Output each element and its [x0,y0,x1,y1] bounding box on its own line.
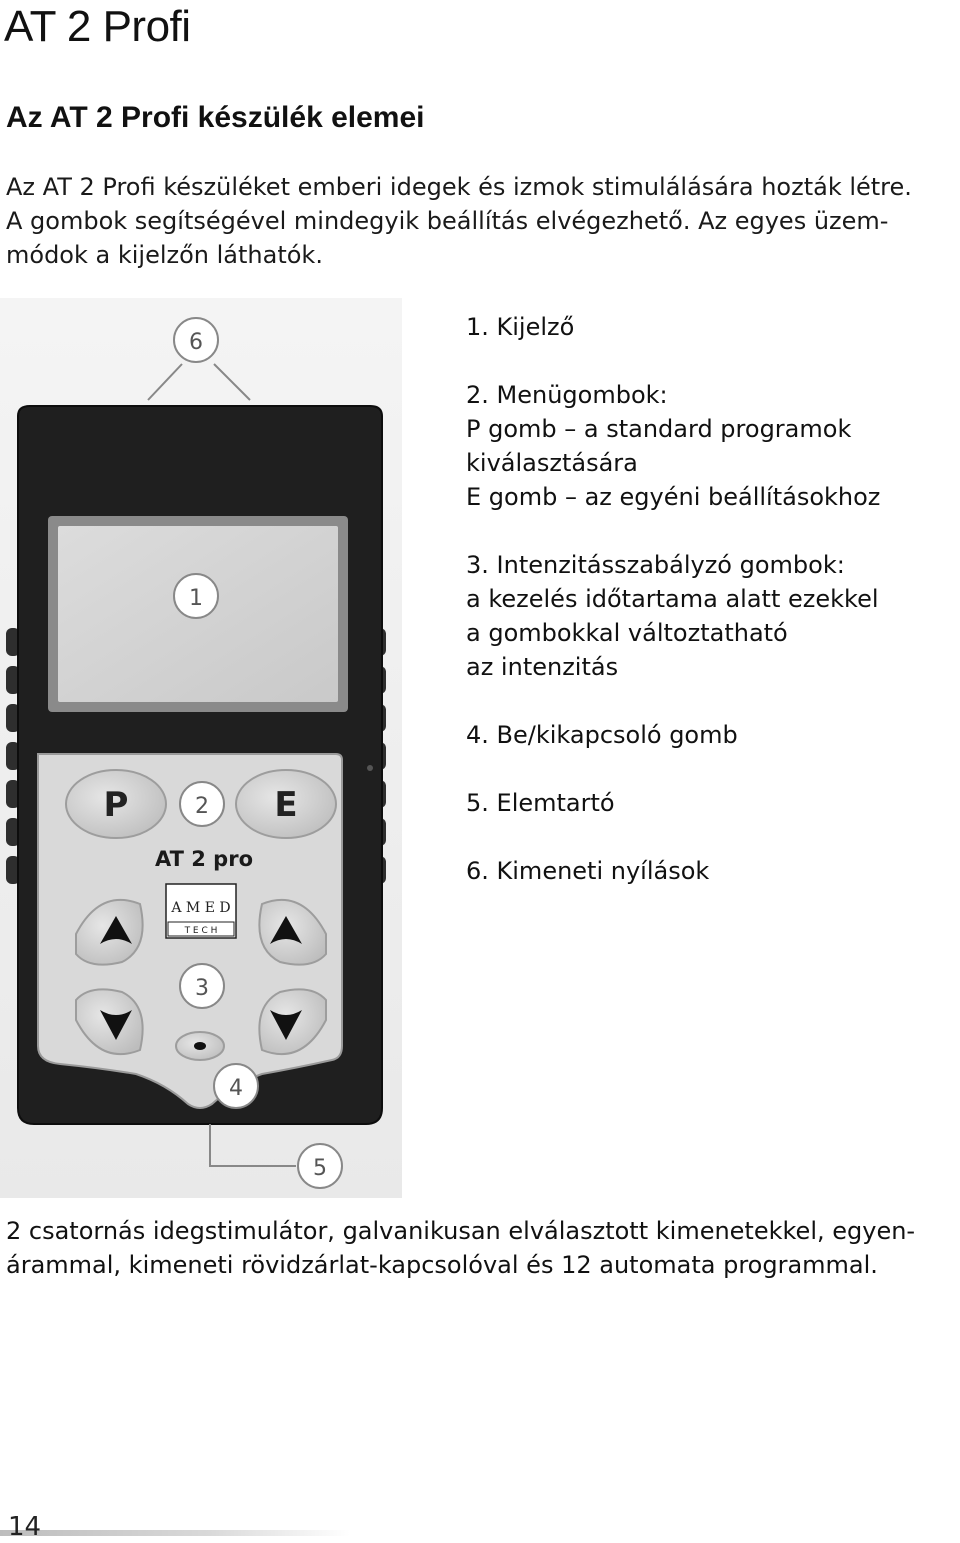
legend-item-battery: 5. Elemtartó [466,786,956,820]
e-button-label: E [274,785,297,825]
legend-item-power-button: 4. Be/kikapcsoló gomb [466,718,956,752]
device-figure: P E AT 2 pro A M E D T E C H [0,298,402,1198]
legend-line: kiválasztására [466,449,638,477]
callout-6: 6 [173,317,219,363]
device-illustration: P E AT 2 pro A M E D T E C H [0,298,402,1198]
description-line: árammal, kimeneti rövidzárlat-kapcsolóva… [6,1251,878,1279]
legend-item-outputs: 6. Kimeneti nyílások [466,854,956,888]
brand-bottom: T E C H [184,926,218,936]
legend-line: P gomb – a standard programok [466,415,852,443]
legend-line: az intenzitás [466,653,619,681]
arrow-down-icon [270,1010,302,1040]
brand-top: A M E D [170,900,230,916]
component-legend: 1. Kijelző 2. Menügombok: P gomb – a sta… [466,310,956,922]
legend-heading: 3. Intenzitásszabályzó gombok: [466,551,845,579]
brand-logo: A M E D T E C H [165,883,237,939]
arrow-down-icon [100,1010,132,1040]
section-heading: Az AT 2 Profi készülék elemei [6,101,425,134]
page-footer-rule [0,1530,350,1536]
description-line: 2 csatornás idegstimulátor, galvanikusan… [6,1217,916,1245]
page-number: 14 [8,1512,42,1542]
callout-5-line [209,1124,296,1167]
callout-number: 3 [195,976,209,1001]
intro-line: Az AT 2 Profi készüléket emberi idegek é… [6,173,912,201]
intro-line: módok a kijelzőn láthatók. [6,241,323,269]
callout-5: 5 [297,1143,343,1189]
power-dot-icon [194,1042,206,1050]
legend-item-menu-buttons: 2. Menügombok: P gomb – a standard progr… [466,378,956,514]
arrow-up-icon [100,916,132,944]
intro-paragraph: Az AT 2 Profi készüléket emberi idegek é… [6,170,951,272]
callout-number: 6 [189,330,203,355]
legend-line: a kezelés időtartama alatt ezekkel [466,585,879,613]
callout-number: 4 [229,1076,243,1101]
legend-line: a gombokkal változtatható [466,619,788,647]
legend-item-display: 1. Kijelző [466,310,956,344]
status-led [367,765,373,771]
device-description: 2 csatornás idegstimulátor, galvanikusan… [6,1214,956,1282]
callout-2: 2 [179,781,225,827]
arrow-up-icon [270,916,302,944]
callout-4: 4 [213,1063,259,1109]
callout-6-line-right [213,363,251,401]
legend-heading: 5. Elemtartó [466,789,615,817]
p-button-label: P [104,785,129,825]
legend-line: E gomb – az egyéni beállításokhoz [466,483,881,511]
callout-number: 1 [189,586,203,611]
legend-item-intensity-buttons: 3. Intenzitásszabályzó gombok: a kezelés… [466,548,956,684]
e-button[interactable] [235,769,337,839]
p-button[interactable] [65,769,167,839]
callout-1: 1 [173,573,219,619]
side-grip-left [6,628,20,884]
page-title: AT 2 Profi [4,2,191,51]
callout-number: 2 [195,794,209,819]
callout-number: 5 [313,1156,327,1181]
callout-3: 3 [179,963,225,1009]
legend-heading: 2. Menügombok: [466,381,668,409]
legend-heading: 6. Kimeneti nyílások [466,857,710,885]
callout-6-line-left [147,363,183,401]
legend-heading: 1. Kijelző [466,313,575,341]
model-label: AT 2 pro [155,847,253,871]
legend-heading: 4. Be/kikapcsoló gomb [466,721,738,749]
intro-line: A gombok segítségével mindegyik beállítá… [6,207,889,235]
